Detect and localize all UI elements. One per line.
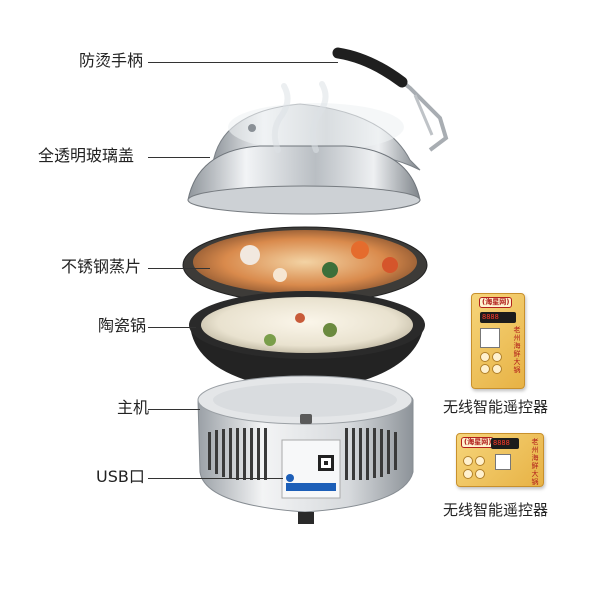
qr-code-icon (480, 328, 500, 348)
remote-control-horizontal: (海星网) 8888 老州海鲜大锅 (456, 433, 544, 487)
leader-base (148, 409, 200, 410)
ceramic-pot (189, 291, 425, 392)
remote-button (463, 469, 473, 479)
label-base: 主机 (117, 398, 150, 417)
steam-icon (271, 81, 329, 153)
remote-control-vertical: (海星网) 8888 老州海鲜大锅 (471, 293, 525, 389)
power-button-icon (463, 456, 473, 466)
label-pot: 陶瓷锅 (98, 316, 147, 335)
stainless-steamer (182, 226, 428, 304)
leader-lid (148, 157, 210, 158)
remote-brand: (海星网) (479, 297, 513, 308)
heat-proof-handle (332, 47, 449, 152)
remote-button (492, 352, 502, 362)
remote-side-text: 老州海鲜大锅 (531, 438, 539, 486)
qr-code-icon (495, 454, 511, 470)
label-lid: 全透明玻璃盖 (38, 146, 135, 165)
remote-button (492, 364, 502, 374)
label-steamer: 不锈钢蒸片 (61, 257, 142, 276)
label-usb: USB口 (96, 467, 145, 486)
remote-brand: (海星网) (461, 437, 495, 448)
leader-usb (148, 478, 283, 479)
remote-side-text: 老州海鲜大锅 (513, 326, 521, 374)
leader-steamer (148, 268, 210, 269)
label-handle: 防烫手柄 (79, 51, 144, 70)
leader-pot (148, 327, 196, 328)
remote-button (475, 469, 485, 479)
glass-lid (187, 103, 421, 215)
leader-handle (148, 62, 338, 63)
power-button-icon (480, 352, 490, 362)
remote-caption-top: 无线智能遥控器 (443, 398, 549, 416)
main-unit (197, 375, 414, 524)
remote-display: 8888 (480, 312, 516, 323)
remote-button (480, 364, 490, 374)
remote-button (475, 456, 485, 466)
remote-caption-bottom: 无线智能遥控器 (443, 501, 549, 519)
remote-display: 8888 (491, 438, 519, 449)
